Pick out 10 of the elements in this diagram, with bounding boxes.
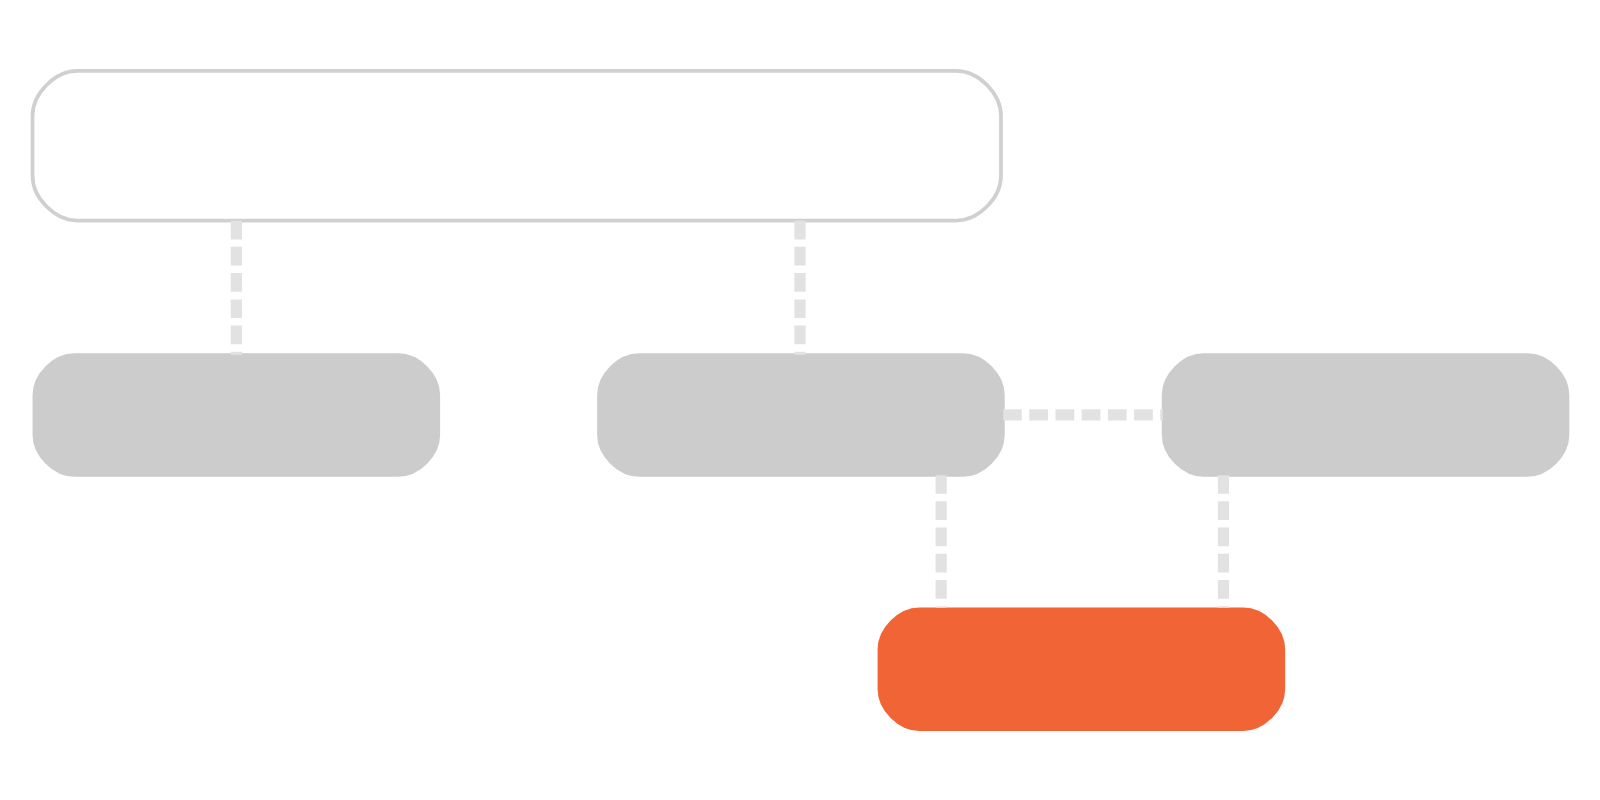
- connector: [1003, 409, 1163, 421]
- node-box: [30, 69, 1003, 223]
- connector: [794, 220, 806, 355]
- node-box: [877, 607, 1286, 731]
- connector: [935, 475, 947, 608]
- connector: [1217, 475, 1230, 608]
- node-box: [32, 353, 441, 477]
- node-box: [1161, 353, 1570, 477]
- node-box: [597, 353, 1005, 477]
- connector: [230, 220, 242, 355]
